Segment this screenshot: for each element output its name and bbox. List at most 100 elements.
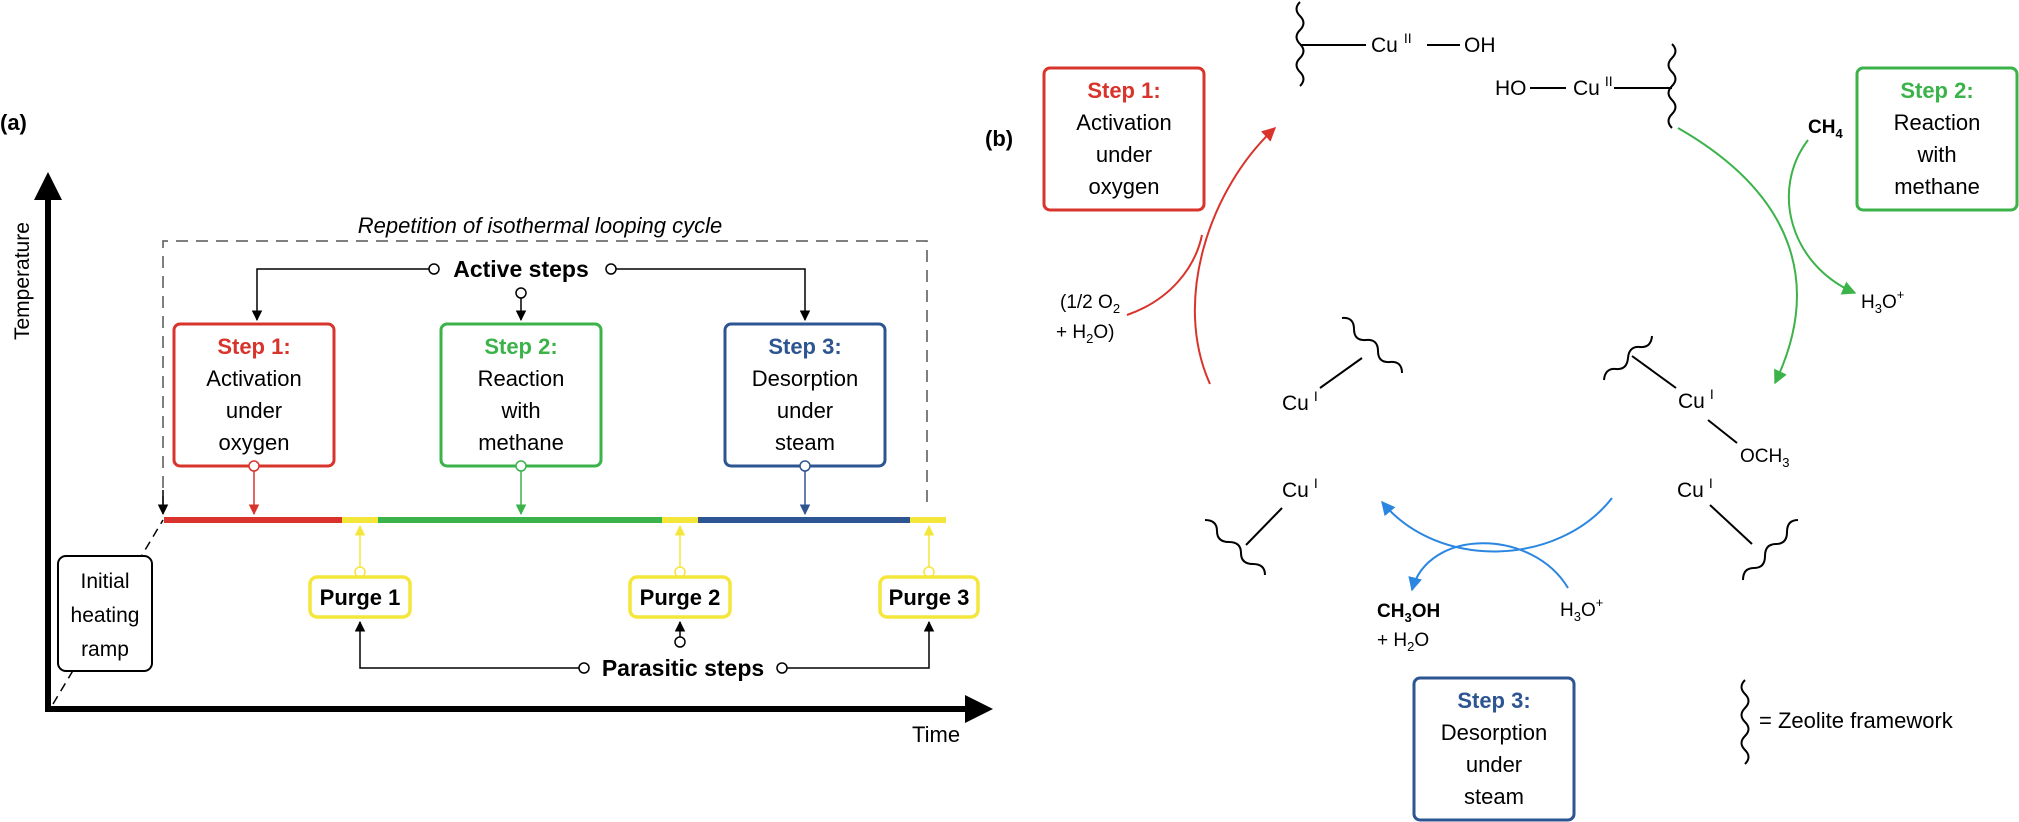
panel-b-step2-line2: with <box>1916 142 1956 167</box>
ho-top-right: HO <box>1495 77 1527 100</box>
desorption-reaction-arrow <box>1381 497 1613 553</box>
parasitic-arrow-purge1 <box>354 620 579 669</box>
active-arrow-step1 <box>251 268 429 322</box>
panel-a-step2-line3: methane <box>478 430 564 455</box>
ch3oh-line1: CH3OH <box>1377 601 1440 625</box>
purge1-label: Purge 1 <box>320 585 401 610</box>
panel-a-step1-title: Step 1: <box>217 334 290 359</box>
zeolite-legend-icon <box>1740 679 1750 765</box>
panel-a-step2-line1: Reaction <box>478 366 565 391</box>
o2-reagent-line2: + H2O) <box>1056 322 1114 346</box>
zeolite-wave-middle-left <box>1341 316 1403 374</box>
panel-b-step3-line1: Desorption <box>1441 720 1547 745</box>
methane-side-arrow <box>1787 139 1857 295</box>
panel-b-step3-box: Step 3: Desorption under steam <box>1412 676 1576 822</box>
purge2-label: Purge 2 <box>640 585 721 610</box>
bond-bottom-right <box>1709 504 1753 545</box>
methane-reaction-arrow <box>1677 127 1798 385</box>
parasitic-connector-mid <box>674 636 686 648</box>
initial-ramp-line2: heating <box>71 604 140 627</box>
panel-b-step1-line2: under <box>1096 142 1152 167</box>
active-arrow-step3 <box>616 268 811 322</box>
panel-a-step3-title: Step 3: <box>768 334 841 359</box>
h3o-right-label: H3O+ <box>1861 287 1904 316</box>
panel-a-step3-line1: Desorption <box>752 366 858 391</box>
repetition-frame <box>162 240 928 508</box>
active-connector-right <box>605 263 617 275</box>
step3-down-connector <box>799 460 811 472</box>
bond-bottom-left <box>1245 507 1283 546</box>
oxygen-side-curve <box>1126 234 1203 316</box>
oh-top-left: OH <box>1464 34 1496 57</box>
panel-b: (b) Step 1: Activation under oxygen Step… <box>985 1 2019 822</box>
x-axis-label: Time <box>912 722 960 747</box>
zeolite-legend-label: = Zeolite framework <box>1759 708 1954 733</box>
zeolite-wave-top-right <box>1667 43 1677 129</box>
panel-b-label: (b) <box>985 126 1013 151</box>
panel-a-step2-box: Step 2: Reaction with methane <box>439 322 603 468</box>
bond-middle-right-1 <box>1631 355 1677 389</box>
zeolite-wave-bottom-left <box>1204 519 1266 576</box>
purge3-label: Purge 3 <box>889 585 970 610</box>
panel-a-step3-line2: under <box>777 398 833 423</box>
panel-a-step1-line2: under <box>226 398 282 423</box>
panel-a-step3-box: Step 3: Desorption under steam <box>723 322 887 468</box>
panel-b-step2-title: Step 2: <box>1900 78 1973 103</box>
o2-reagent-line1: (1/2 O2 <box>1060 292 1120 316</box>
bond-middle-left <box>1319 357 1363 389</box>
active-steps-label: Active steps <box>453 256 589 282</box>
panel-b-step1-line1: Activation <box>1076 110 1171 135</box>
parasitic-connector-right <box>776 662 788 674</box>
y-axis-arrowhead <box>34 172 62 200</box>
active-connector-left <box>428 263 440 275</box>
panel-b-step1-line3: oxygen <box>1089 174 1160 199</box>
panel-b-step3-line3: steam <box>1464 784 1524 809</box>
parasitic-arrow-purge3 <box>787 620 935 669</box>
h3o-bottom-label: H3O+ <box>1560 595 1603 624</box>
panel-b-step2-line1: Reaction <box>1894 110 1981 135</box>
panel-b-step3-line2: under <box>1466 752 1522 777</box>
activation-reaction-arrow <box>1193 127 1277 385</box>
panel-a-label: (a) <box>0 110 27 135</box>
initial-ramp-line1: Initial <box>80 570 129 593</box>
x-axis-arrowhead <box>965 695 993 723</box>
panel-b-step1-title: Step 1: <box>1087 78 1160 103</box>
panel-a-step1-line1: Activation <box>206 366 301 391</box>
panel-a-step2-line2: with <box>500 398 540 423</box>
panel-b-step2-line3: methane <box>1894 174 1980 199</box>
panel-a: (a) Temperature Time Initial heating ram… <box>0 110 993 747</box>
panel-b-step1-box: Step 1: Activation under oxygen <box>1042 66 1206 212</box>
panel-a-step1-line3: oxygen <box>219 430 290 455</box>
step1-down-connector <box>248 460 260 472</box>
active-connector-mid <box>515 287 527 299</box>
purge3-box <box>878 575 980 619</box>
y-axis-label: Temperature <box>11 222 34 340</box>
parasitic-connector-left <box>578 662 590 674</box>
ch3oh-line2: + H2O <box>1377 630 1429 654</box>
steam-side-arrow <box>1408 542 1569 592</box>
initial-ramp-line3: ramp <box>81 638 129 661</box>
panel-a-step3-line3: steam <box>775 430 835 455</box>
och3-label: OCH3 <box>1740 446 1789 470</box>
panel-b-step3-title: Step 3: <box>1457 688 1530 713</box>
zeolite-wave-bottom-right <box>1742 519 1799 581</box>
bond-middle-right-2 <box>1707 419 1738 444</box>
panel-b-step2-box: Step 2: Reaction with methane <box>1855 66 2019 212</box>
panel-a-step2-title: Step 2: <box>484 334 557 359</box>
panel-a-step1-box: Step 1: Activation under oxygen <box>172 322 336 468</box>
purge2-box <box>628 575 732 619</box>
repetition-label: Repetition of isothermal looping cycle <box>358 213 722 238</box>
ch4-label: CH4 <box>1808 117 1843 141</box>
parasitic-steps-label: Parasitic steps <box>602 655 764 681</box>
purge1-box <box>308 575 412 619</box>
step2-down-connector <box>515 460 527 472</box>
zeolite-wave-middle-right <box>1603 335 1653 381</box>
initial-ramp-box <box>57 555 153 672</box>
